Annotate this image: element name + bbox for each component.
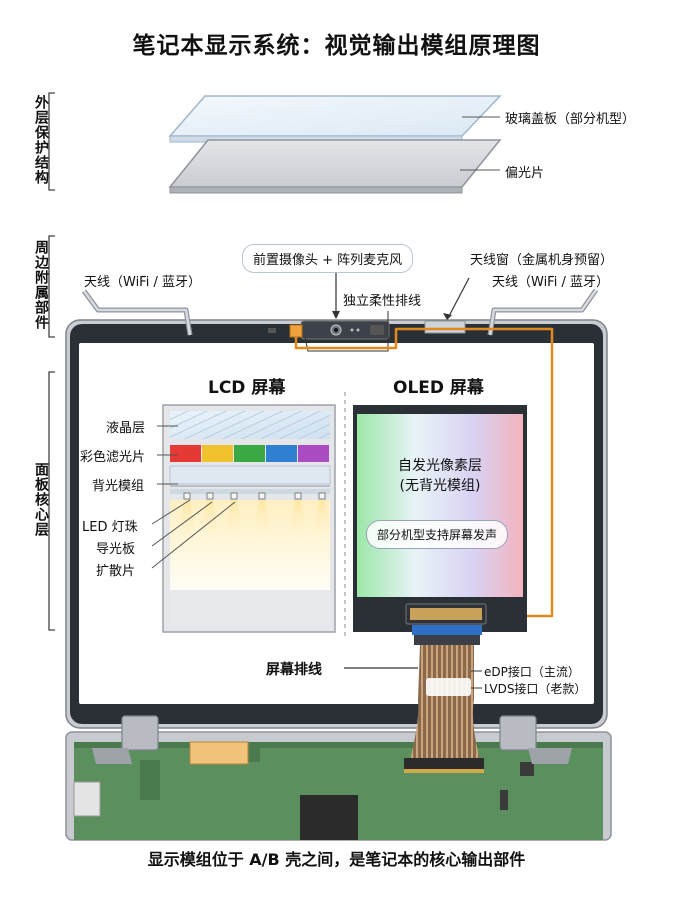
lcd-title: LCD 屏幕: [208, 378, 286, 398]
led-bead: [258, 492, 266, 500]
section-label-outer: 外层保护结构: [33, 95, 49, 185]
section-label-panel: 面板核心层: [33, 462, 49, 537]
light-beam: [312, 500, 332, 545]
diffuser-label: 扩散片: [96, 564, 136, 579]
color-filter-cell: [234, 445, 265, 462]
color-filter-cell: [202, 445, 233, 462]
glass-cover-label: 玻璃盖板（部分机型）: [505, 112, 636, 127]
led-bead: [230, 492, 238, 500]
light-beam: [252, 500, 272, 545]
antenna-right-label: 天线（WiFi / 蓝牙）: [492, 275, 609, 290]
light-beam: [224, 500, 244, 545]
light-beam: [177, 500, 197, 545]
polarizer-label: 偏光片: [505, 166, 545, 181]
screen-sound-label: 部分机型支持屏幕发声: [366, 520, 509, 549]
oled-pixel-layer-label: 自发光像素层: [398, 458, 482, 474]
backlight-label: 背光模组: [92, 479, 145, 494]
flex-cable-label: 独立柔性排线: [343, 294, 422, 309]
led-bead: [318, 492, 326, 500]
led-bead: [206, 492, 214, 500]
antenna-left-label: 天线（WiFi / 蓝牙）: [84, 275, 201, 290]
footer-caption: 显示模组位于 A/B 壳之间，是笔记本的核心输出部件: [147, 850, 526, 869]
lvds-label: LVDS接口（老款）: [484, 682, 587, 696]
edp-label: eDP接口（主流）: [484, 665, 580, 679]
liquid-crystal-label: 液晶层: [106, 421, 146, 436]
led-bead: [294, 492, 302, 500]
led-label: LED 灯珠: [82, 520, 138, 535]
page-title: 笔记本显示系统：视觉输出模组原理图: [132, 33, 541, 59]
color-filter-cell: [298, 445, 329, 462]
screen-cable-label: 屏幕排线: [266, 662, 322, 678]
led-beads: [183, 492, 326, 500]
antenna-window-label: 天线窗（金属机身预留）: [470, 253, 614, 268]
oled-no-backlight-label: (无背光模组): [399, 478, 481, 494]
light-guide-label: 导光板: [96, 542, 136, 557]
section-label-peripheral: 周边附属部件: [33, 240, 49, 330]
camera-mic-label: 前置摄像头 + 阵列麦克风: [242, 244, 414, 273]
color-filter-label: 彩色滤光片: [80, 450, 146, 465]
color-filter-strip: [170, 445, 329, 462]
color-filter-cell: [170, 445, 201, 462]
led-bead: [183, 492, 191, 500]
oled-title: OLED 屏幕: [393, 378, 484, 398]
light-beam: [288, 500, 308, 545]
color-filter-cell: [266, 445, 297, 462]
